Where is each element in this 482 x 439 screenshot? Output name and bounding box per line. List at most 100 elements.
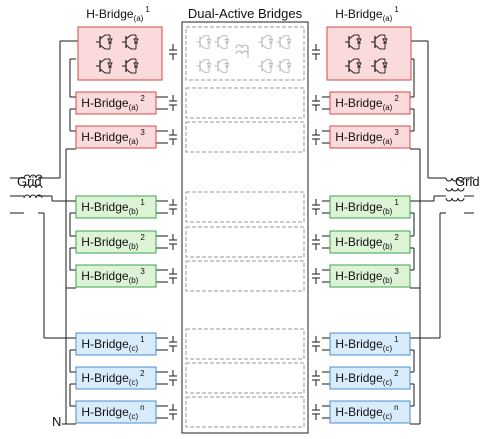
igbt-collector [99,58,106,64]
dual-active-bridge-c-1 [156,328,330,360]
igbt-emitter [279,68,285,73]
igbt-collector [125,34,132,40]
h-bridge-box [75,195,157,219]
diode-symbol [206,38,212,44]
dual-active-bridge-c-3 [156,396,330,428]
h-bridge-phase-subscript: (c) [383,344,393,353]
h-bridge-phase-subscript: (a) [129,137,139,146]
diode-symbol [268,38,274,44]
h-bridge-box [75,91,157,115]
dc-capacitor-icon [312,234,320,250]
h-bridge-label: H-Bridge(b)2 [81,233,145,251]
h-bridge-index-superscript: 1 [394,198,399,207]
h-bridge-phase-subscript: (c) [383,412,393,421]
h-bridge-label: H-Bridge(a)1 [86,5,150,23]
dab-cell [185,121,305,153]
h-bridge-module-b-1-right: H-Bridge(b)1 [329,195,411,219]
igbt-emitter [99,68,106,74]
h-bridge-module-b-3-left: H-Bridge(b)3 [75,264,157,288]
igbt-emitter [348,44,355,50]
transformer-coil [445,187,465,192]
h-bridge-box [329,91,411,115]
diode-symbol [206,62,212,68]
h-bridge-phase-subscript: (a) [129,103,139,112]
h-bridge-module-top-left: H-Bridge(a)1 [77,5,163,81]
h-bridge-label: H-Bridge(b)3 [335,267,399,285]
h-bridge-phase-subscript: (a) [134,14,144,23]
igbt-collector [279,35,285,40]
h-bridge-phase-subscript: (b) [129,276,139,285]
igbt-emitter [261,68,267,73]
wiring [10,40,474,425]
igbt-switch-icon [96,58,113,74]
dc-capacitor-icon [312,199,320,215]
h-bridge-index-superscript: 1 [394,335,399,344]
h-bridge-phase-subscript: (c) [129,378,139,387]
dab-cell [185,87,305,119]
igbt-emitter [348,68,355,74]
h-bridge-label: H-Bridge(c)n [81,403,144,421]
igbt-switch-icon [196,35,212,49]
igbt-switch-icon [258,59,274,73]
h-bridge-module-c-3-right: H-Bridge(c)n [329,400,411,424]
igbt-switch-icon [371,34,388,50]
h-bridge-phase-subscript: (b) [383,207,393,216]
igbt-collector [348,34,355,40]
igbt-emitter [125,68,132,74]
igbt-collector [99,34,106,40]
dc-capacitor-icon [312,268,320,284]
dab-cell [185,226,305,258]
h-bridge-phase-subscript: (c) [129,412,139,421]
h-bridge-label: H-Bridge(b)1 [335,198,399,216]
h-bridge-label: H-Bridge(b)2 [335,233,399,251]
igbt-emitter [99,44,106,50]
h-bridge-name: H-Bridge [81,235,129,249]
h-bridge-module-a-1-left: H-Bridge(a)2 [75,91,157,115]
dc-capacitor-icon [312,404,320,420]
igbt-collector [199,59,205,64]
h-bridge-module-c-1-right: H-Bridge(c)1 [329,332,411,356]
h-bridge-phase-subscript: (b) [129,207,139,216]
igbt-switch-icon [258,35,274,49]
h-bridge-phase-subscript: (a) [383,103,393,112]
h-bridge-label: H-Bridge(a)1 [335,5,399,23]
h-bridge-box [75,332,157,356]
h-bridge-module-top-right: H-Bridge(a)1 [326,5,412,81]
diode-symbol [286,62,292,68]
h-bridge-box [326,26,412,81]
h-bridge-module-a-1-right: H-Bridge(a)2 [329,91,411,115]
h-bridge-name: H-Bridge [81,200,129,214]
h-bridge-name: H-Bridge [81,405,129,419]
igbt-emitter [279,44,285,49]
igbt-switch-icon [276,35,292,49]
dab-cell [185,26,305,81]
dual-active-bridge-b-1 [156,191,330,223]
igbt-emitter [374,68,381,74]
h-bridge-box [329,195,411,219]
dc-capacitor-icon [169,234,177,250]
grid-transformer-icon [445,177,465,202]
igbt-switch-icon [214,59,230,73]
h-bridge-index-superscript: 3 [394,267,399,276]
h-bridge-module-b-3-right: H-Bridge(b)3 [329,264,411,288]
h-bridge-name: H-Bridge [81,96,129,110]
h-bridge-name: H-Bridge [335,130,383,144]
igbt-collector [279,59,285,64]
diode-symbol [268,62,274,68]
grid-transformers [23,174,465,202]
h-bridge-box [75,264,157,288]
dc-capacitor-icon [169,95,177,111]
diode-symbol [224,38,230,44]
h-bridge-index-superscript: 2 [394,233,399,242]
dc-capacitor-icon [169,44,177,60]
h-bridge-name: H-Bridge [86,7,134,21]
h-bridge-label: H-Bridge(b)3 [81,267,145,285]
dc-capacitor-icon [169,268,177,284]
h-bridge-box [329,125,411,149]
h-bridge-phase-subscript: (b) [383,242,393,251]
dab-transformer-coil [235,50,249,55]
h-bridge-module-c-2-left: H-Bridge(c)2 [75,366,157,390]
igbt-switch-icon [196,59,212,73]
grid-transformer-icon [23,174,43,199]
